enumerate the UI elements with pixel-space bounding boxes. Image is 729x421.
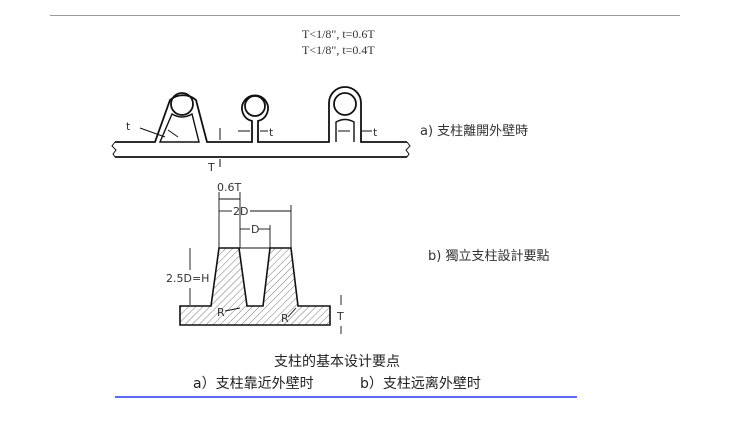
bottom-divider [115, 396, 577, 398]
dim-radius-1: R [217, 306, 225, 319]
top-divider [50, 15, 680, 16]
dim-T-b: T [336, 310, 344, 323]
condition-line-1: T<1/8", t=0.6T [302, 27, 375, 41]
caption-b: b）支柱远离外壁时 [360, 376, 481, 392]
dim-t-a2: t [269, 126, 274, 139]
dim-2D: 2D [233, 205, 248, 218]
caption-a: a）支柱靠近外壁时 [193, 376, 314, 392]
figure-b-drawing [179, 192, 342, 334]
dim-height: 2.5D=H [166, 272, 209, 285]
dim-T-a: T [207, 161, 215, 174]
caption-title: 支柱的基本设计要点 [274, 354, 400, 370]
dim-t-a1: t [126, 120, 131, 133]
condition-line-2: T<1/8", t=0.4T [302, 43, 375, 57]
dim-0-6T: 0.6T [217, 181, 241, 194]
figure-b-label: b) 獨立支柱設計要點 [428, 249, 550, 264]
dim-t-a3: t [373, 126, 378, 139]
dim-D: D [251, 223, 259, 236]
figure-a-label: a) 支柱離開外壁時 [420, 124, 529, 139]
figure-a-drawing [111, 86, 411, 167]
dim-radius-2: R [281, 312, 289, 325]
